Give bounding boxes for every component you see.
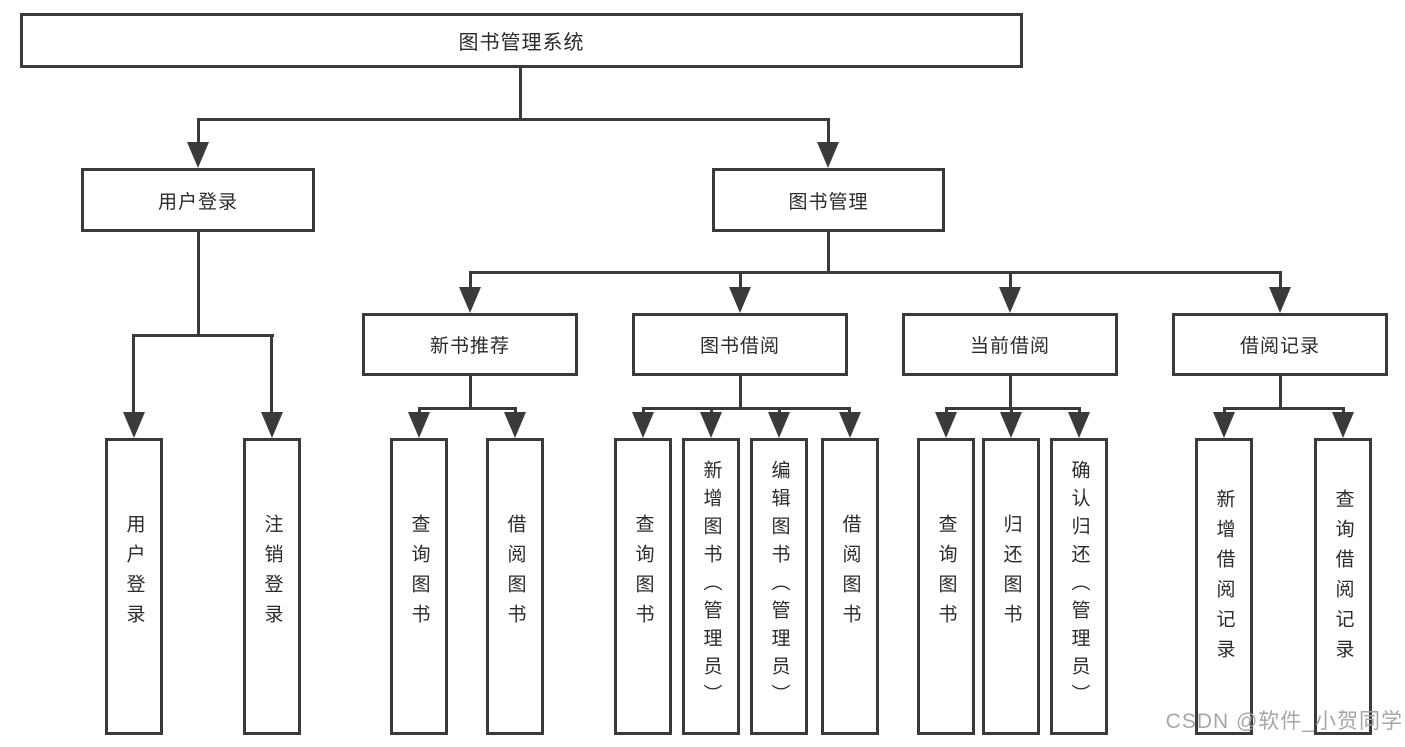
- connector-trunk: [739, 374, 742, 410]
- leaf-confirm-return-admin: 确认归还（管理员）: [1050, 438, 1108, 735]
- leaf-label: 查询图书: [632, 513, 654, 634]
- arrowhead: [187, 142, 209, 168]
- leaf-edit-book-admin: 编辑图书（管理员）: [750, 438, 808, 735]
- connector-stem: [827, 118, 830, 146]
- connector-stem: [1279, 271, 1282, 290]
- arrowhead: [839, 412, 861, 438]
- leaf-label: 归还图书: [1000, 513, 1022, 634]
- connector-user-branch: [132, 334, 274, 337]
- connector-stem: [197, 118, 200, 146]
- arrowhead: [935, 412, 957, 438]
- connector-stem: [778, 407, 781, 415]
- csdn-watermark: CSDN @软件_小贺同学: [1165, 710, 1403, 733]
- connector-branch: [1223, 407, 1344, 410]
- arrowhead: [504, 412, 526, 438]
- arrowhead: [700, 412, 722, 438]
- leaf-label: 借阅图书: [839, 513, 861, 634]
- connector-branch: [418, 407, 516, 410]
- leaf-label: 查询图书: [935, 513, 957, 634]
- leaf-label: 用户登录: [123, 513, 145, 634]
- node-book-borrow: 图书借阅: [632, 313, 848, 376]
- node-library-system: 图书管理系统: [20, 13, 1023, 68]
- arrowhead: [261, 412, 283, 438]
- connector-mgmt-trunk: [827, 229, 830, 274]
- leaf-label: 编辑图书（管理员）: [768, 459, 790, 712]
- connector-stem: [848, 407, 851, 415]
- connector-stem: [418, 407, 421, 415]
- connector-stem: [710, 407, 713, 415]
- connector-trunk: [469, 374, 472, 410]
- arrowhead: [123, 412, 145, 438]
- node-user-login-group: 用户登录: [81, 168, 315, 232]
- leaf-query-book-1: 查询图书: [390, 438, 448, 735]
- leaf-logout: 注销登录: [243, 438, 301, 735]
- leaf-borrow-book-1: 借阅图书: [486, 438, 544, 735]
- arrowhead: [632, 412, 654, 438]
- connector-stem: [132, 334, 135, 415]
- leaf-label: 注销登录: [261, 513, 283, 634]
- leaf-query-borrow-record: 查询借阅记录: [1314, 438, 1372, 735]
- arrowhead: [1000, 412, 1022, 438]
- leaf-label: 查询图书: [408, 513, 430, 634]
- arrowhead: [1213, 412, 1235, 438]
- leaf-add-borrow-record: 新增借阅记录: [1195, 438, 1253, 735]
- node-book-management: 图书管理: [712, 168, 945, 232]
- connector-stem: [1078, 407, 1081, 415]
- connector-stem: [1223, 407, 1226, 415]
- connector-trunk: [1009, 374, 1012, 410]
- arrowhead: [768, 412, 790, 438]
- connector-stem: [739, 271, 742, 290]
- connector-user-trunk: [197, 229, 200, 337]
- connector-stem: [270, 334, 273, 415]
- connector-level1-branch: [197, 118, 830, 121]
- arrowhead: [1269, 287, 1291, 313]
- connector-stem: [945, 407, 948, 415]
- leaf-label: 借阅图书: [504, 513, 526, 634]
- leaf-label: 新增图书（管理员）: [700, 459, 722, 712]
- connector-branch: [642, 407, 851, 410]
- connector-root-trunk: [519, 66, 522, 121]
- arrowhead: [408, 412, 430, 438]
- connector-trunk: [1279, 374, 1282, 410]
- leaf-return-book: 归还图书: [982, 438, 1040, 735]
- leaf-label: 新增借阅记录: [1213, 488, 1235, 669]
- leaf-query-book-2: 查询图书: [614, 438, 672, 735]
- node-borrow-records: 借阅记录: [1172, 313, 1388, 376]
- leaf-label: 确认归还（管理员）: [1068, 459, 1090, 712]
- connector-stem: [514, 407, 517, 415]
- arrowhead: [1068, 412, 1090, 438]
- connector-stem: [469, 271, 472, 290]
- arrowhead: [1332, 412, 1354, 438]
- node-current-borrow: 当前借阅: [902, 313, 1118, 376]
- arrowhead: [729, 287, 751, 313]
- connector-stem: [1009, 271, 1012, 290]
- arrowhead: [459, 287, 481, 313]
- connector-stem: [642, 407, 645, 415]
- connector-stem: [1342, 407, 1345, 415]
- leaf-borrow-book-2: 借阅图书: [821, 438, 879, 735]
- leaf-label: 查询借阅记录: [1332, 488, 1354, 669]
- leaf-query-book-3: 查询图书: [917, 438, 975, 735]
- leaf-user-login: 用户登录: [105, 438, 163, 735]
- leaf-add-book-admin: 新增图书（管理员）: [682, 438, 740, 735]
- connector-stem: [1010, 407, 1013, 415]
- node-new-book-recommend: 新书推荐: [362, 313, 578, 376]
- arrowhead: [817, 142, 839, 168]
- arrowhead: [999, 287, 1021, 313]
- connector-level2-branch: [469, 271, 1282, 274]
